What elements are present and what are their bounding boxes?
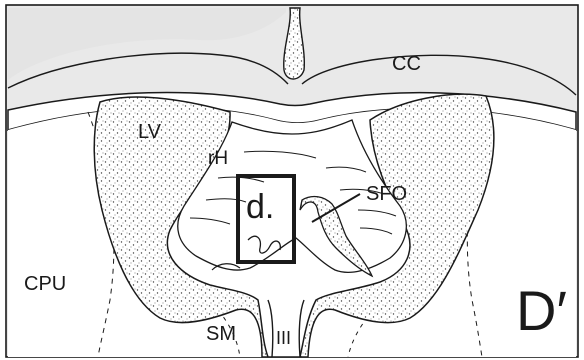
box-label: d. xyxy=(246,188,274,226)
label-sfo: SFO xyxy=(366,183,407,205)
label-lv: LV xyxy=(138,121,162,143)
label-third-ventricle: III xyxy=(276,328,291,348)
label-cpu: CPU xyxy=(24,273,66,295)
panel-label: D′ xyxy=(516,279,567,342)
label-cc: CC xyxy=(392,53,421,75)
label-rh: rH xyxy=(208,148,228,169)
label-sm: SM xyxy=(206,323,236,345)
